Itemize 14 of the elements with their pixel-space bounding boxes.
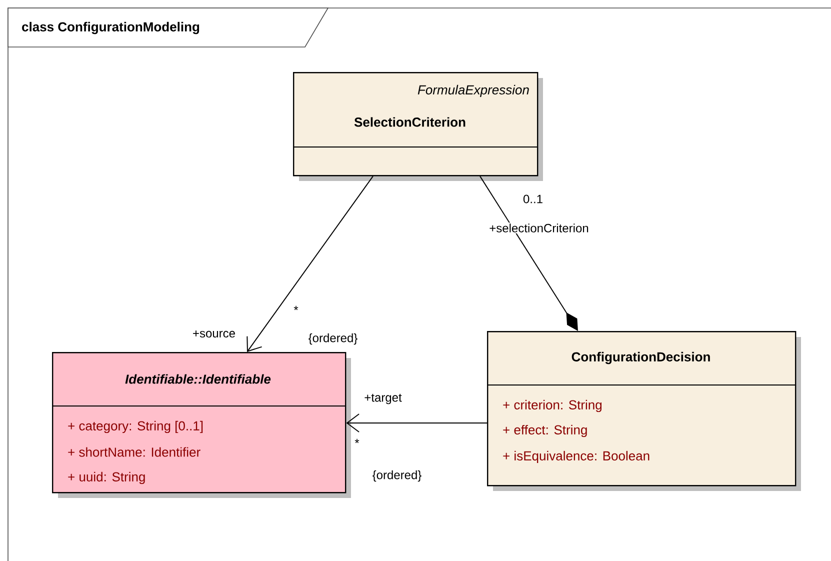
multiplicity-label: {ordered}	[372, 470, 422, 482]
class-box: FormulaExpression SelectionCriterion	[292, 72, 543, 181]
association-line	[246, 176, 374, 352]
association-line	[480, 176, 578, 331]
multiplicity-label: *	[294, 306, 298, 310]
class-box: ConfigurationDecision + criterion: String + effect: String + isEquivalence: Boolean	[486, 331, 801, 491]
association-line	[346, 414, 488, 432]
class-box: Identifiable::Identifiable + category: String [0..1] + shortName: Identifier + uuid: String	[52, 352, 351, 498]
role-label: +selectionCriterion	[488, 222, 590, 234]
role-label: +target	[363, 392, 403, 406]
title-tab: class ConfigurationModeling	[8, 8, 329, 48]
multiplicity-label: 0..1	[523, 194, 542, 204]
role-label: +source	[192, 329, 237, 339]
multiplicity-label: {ordered}	[308, 333, 358, 345]
